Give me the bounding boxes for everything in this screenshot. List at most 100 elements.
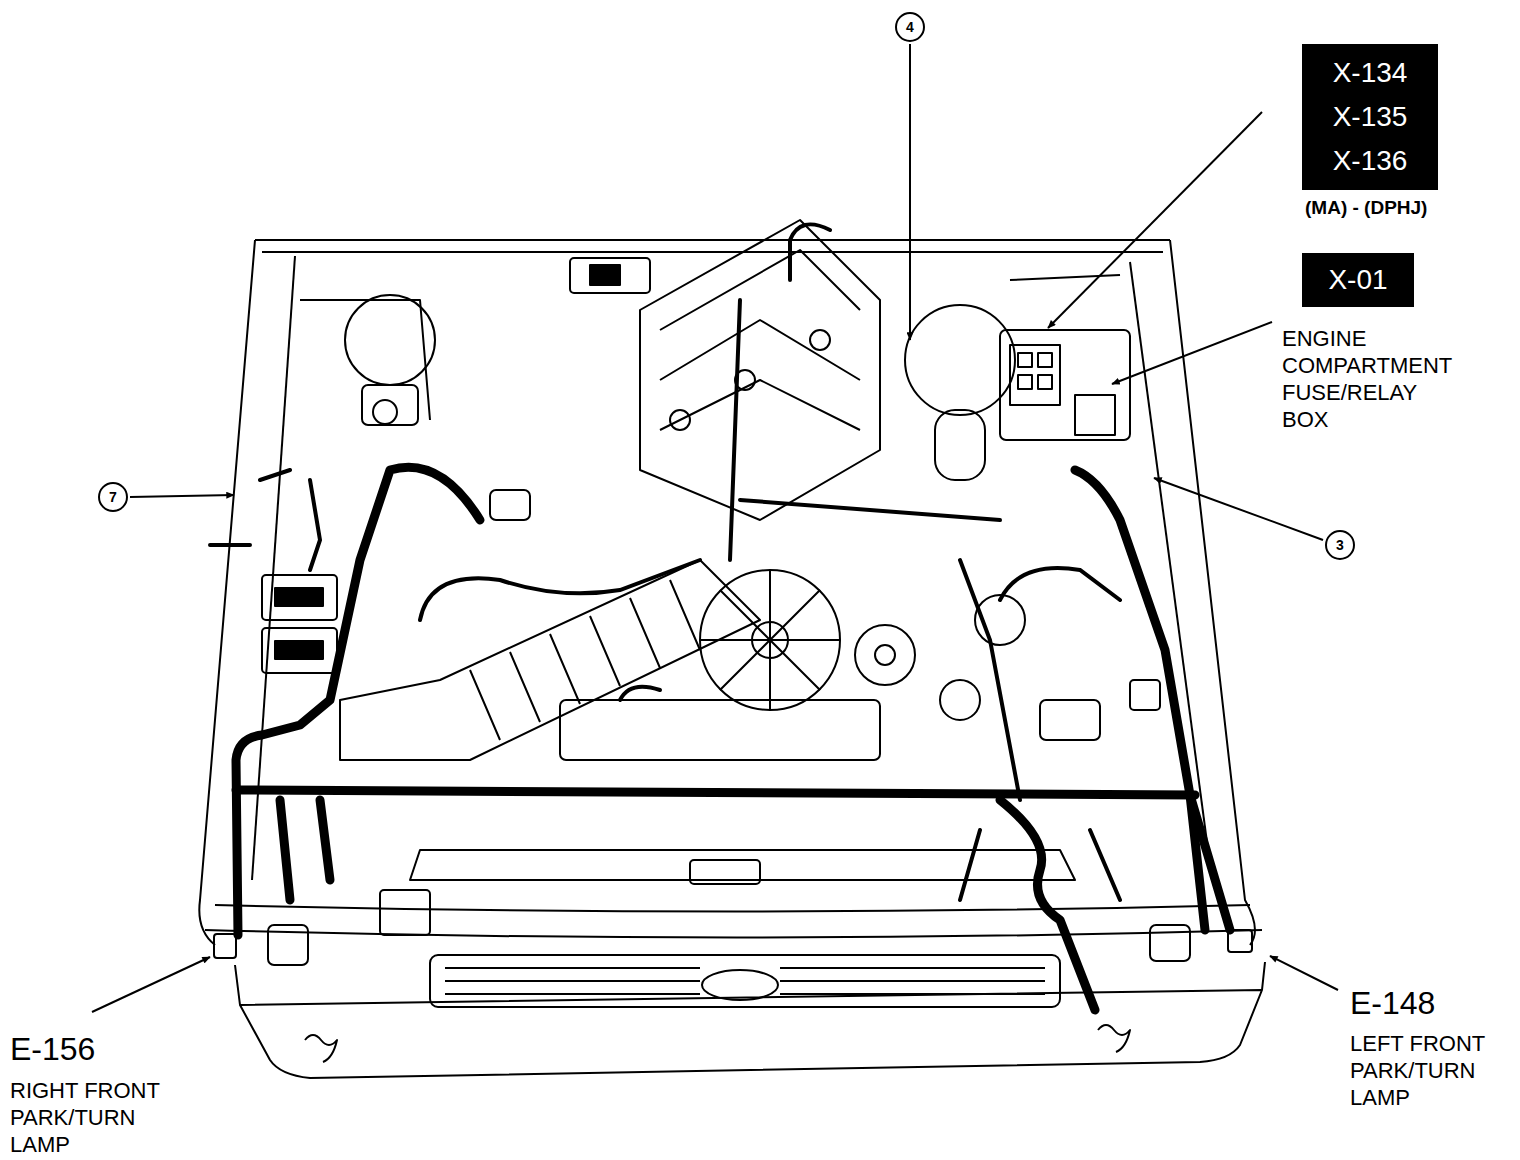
engine-components-part xyxy=(935,410,985,480)
wiring-harness xyxy=(236,467,1230,1010)
engine-components-part xyxy=(670,410,690,430)
engine-components-part xyxy=(560,700,880,760)
engine-components-part xyxy=(905,305,1015,415)
wires-part xyxy=(1000,568,1120,600)
vehicle-body-part xyxy=(1010,275,1120,280)
wires-part xyxy=(730,300,740,560)
leader-lines-part xyxy=(1154,478,1323,540)
engine-components-part xyxy=(570,258,650,293)
component-caption: RIGHT FRONT PARK/TURN LAMP xyxy=(10,1077,180,1158)
engine-components-part xyxy=(490,490,530,520)
component-caption: (MA) - (DPHJ) xyxy=(1305,196,1495,219)
leader-lines-part xyxy=(1048,112,1262,328)
leader-lines-part xyxy=(92,957,210,1012)
engine-components-part xyxy=(1038,375,1052,389)
leader-lines-part xyxy=(130,495,234,497)
engine-components-part xyxy=(262,575,337,620)
engine-components-part xyxy=(1000,330,1130,440)
black-id-box: X-134X-135X-136 xyxy=(1302,44,1438,190)
engine-components-part xyxy=(1130,680,1160,710)
vehicle-body-part xyxy=(255,239,1170,241)
engine-components-part xyxy=(590,265,620,285)
connector-id: E-148 xyxy=(1350,984,1510,1022)
engine-components-part xyxy=(700,570,840,710)
leader-lines xyxy=(92,44,1338,1012)
connector-id: X-01 xyxy=(1316,259,1400,301)
vehicle-body-part xyxy=(262,251,1163,253)
wires-part xyxy=(960,560,1020,800)
vehicle-body-part xyxy=(690,860,760,884)
engine-components-part xyxy=(470,580,700,740)
engine-components-part xyxy=(1040,700,1100,740)
vehicle-body xyxy=(199,240,1265,1078)
engine-components-part xyxy=(262,628,337,673)
engine-components-part xyxy=(940,680,980,720)
connector-id-box: X-134X-135X-136(MA) - (DPHJ) xyxy=(1302,44,1438,190)
vehicle-body-part xyxy=(305,1025,1130,1062)
wires-part xyxy=(960,830,1120,900)
wiring-harness-part xyxy=(236,467,480,935)
callout-number: 3 xyxy=(1336,538,1344,552)
connector-id: X-136 xyxy=(1322,139,1418,183)
wiring-harness-part xyxy=(280,800,330,900)
engine-components-part xyxy=(640,220,880,520)
wiring-harness-part xyxy=(236,790,1195,795)
vehicle-body-part xyxy=(702,970,778,1000)
callout-circle: 7 xyxy=(98,482,128,512)
vehicle-body-part xyxy=(205,930,1262,938)
wires xyxy=(210,224,1120,900)
leader-lines-part xyxy=(1112,322,1272,384)
wiring-harness-part xyxy=(1000,800,1095,1010)
component-caption: LEFT FRONT PARK/TURN LAMP xyxy=(1350,1030,1510,1111)
engine-components-part xyxy=(345,295,435,385)
engine-components-part xyxy=(1018,353,1032,367)
wires-part xyxy=(790,224,830,280)
vehicle-body-part xyxy=(215,905,1250,912)
engine-components-part xyxy=(275,588,323,606)
vehicle-body-part xyxy=(235,962,1265,1005)
callout-circle: 4 xyxy=(895,12,925,42)
engine-components-part xyxy=(1038,353,1052,367)
callout-number: 4 xyxy=(906,20,914,34)
vehicle-body-part xyxy=(410,850,1075,880)
vehicle-body-part xyxy=(214,934,236,958)
engine-components-part xyxy=(810,330,830,350)
engine-components-part xyxy=(362,385,418,425)
engine-components-part xyxy=(1018,375,1032,389)
engine-components-part xyxy=(1075,395,1115,435)
leader-lines-part xyxy=(909,44,911,340)
engine-components-part xyxy=(373,400,397,424)
leader-lines-part xyxy=(1270,956,1338,990)
wiring-harness-part xyxy=(1075,470,1205,930)
vehicle-body-part xyxy=(300,300,430,420)
engine-components-part xyxy=(660,250,860,430)
wires-part xyxy=(740,500,1000,520)
connector-id-box: X-01ENGINE COMPARTMENT FUSE/RELAY BOX xyxy=(1302,253,1414,307)
black-id-box: X-01 xyxy=(1302,253,1414,307)
vehicle-body-part xyxy=(199,240,255,945)
engine-components-part xyxy=(380,890,430,935)
engine-components-part xyxy=(1150,925,1190,961)
callout-number: 7 xyxy=(109,490,117,504)
engine-components-part xyxy=(855,625,915,685)
wires-part xyxy=(310,480,320,570)
engine-components-part xyxy=(340,560,760,760)
callout-circle: 3 xyxy=(1325,530,1355,560)
wiring-harness-part xyxy=(1190,795,1230,930)
engine-components-part xyxy=(700,570,840,710)
vehicle-body-part xyxy=(430,955,1060,1007)
connector-id: X-134 xyxy=(1322,51,1418,95)
engine-components-part xyxy=(875,645,895,665)
connector-id: X-135 xyxy=(1322,95,1418,139)
vehicle-body-part xyxy=(240,990,1262,1078)
wires-part xyxy=(210,470,290,545)
engine-components xyxy=(262,220,1190,965)
engine-components-part xyxy=(268,925,308,965)
engine-components-part xyxy=(275,641,323,659)
engine-components-part xyxy=(1010,345,1060,405)
component-caption: ENGINE COMPARTMENT FUSE/RELAY BOX xyxy=(1282,325,1462,433)
wires-part xyxy=(620,687,660,700)
connector-id: E-156 xyxy=(10,1030,210,1068)
wires-part xyxy=(420,560,700,620)
